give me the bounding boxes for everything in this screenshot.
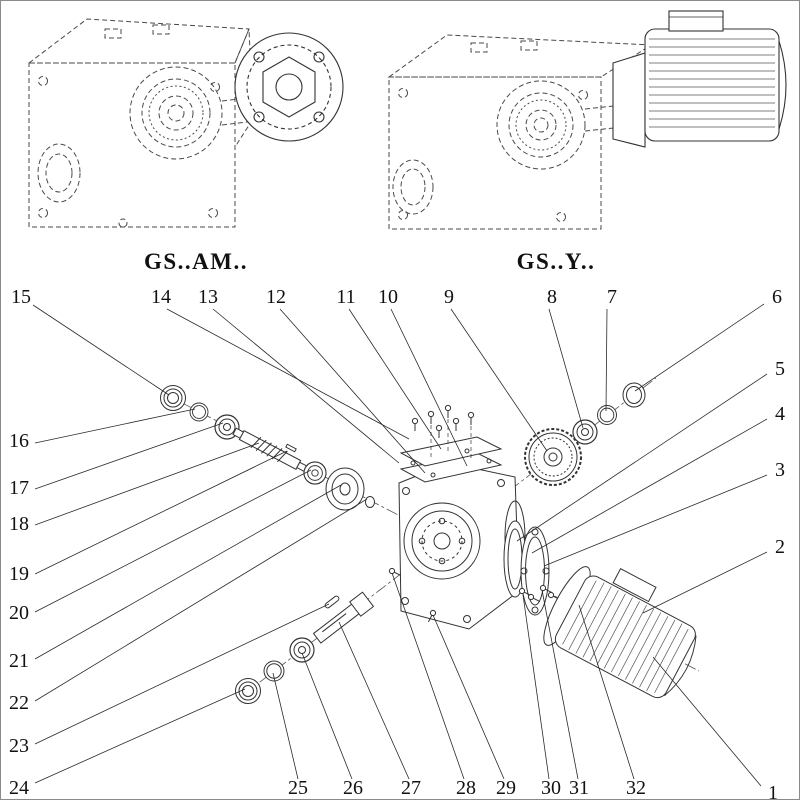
part-number-1: 1 bbox=[768, 782, 778, 800]
part-number-18: 18 bbox=[9, 513, 29, 535]
gear-shaft-parts bbox=[524, 382, 646, 486]
output-shaft-parts bbox=[235, 591, 375, 704]
leader-line-27 bbox=[338, 621, 410, 780]
part-number-4: 4 bbox=[775, 403, 785, 425]
worm-shaft bbox=[232, 427, 309, 473]
part-number-26: 26 bbox=[343, 777, 363, 799]
exploded-view bbox=[160, 377, 700, 704]
part-number-11: 11 bbox=[336, 286, 356, 308]
leader-line-28 bbox=[391, 572, 465, 780]
leader-line-4 bbox=[531, 418, 768, 554]
leader-lines bbox=[32, 303, 768, 787]
leader-line-9 bbox=[450, 308, 548, 452]
spacer-ring bbox=[365, 496, 375, 508]
part-number-14: 14 bbox=[151, 286, 171, 308]
leader-line-32 bbox=[578, 604, 635, 780]
part-number-23: 23 bbox=[9, 735, 29, 757]
part-number-30: 30 bbox=[541, 777, 561, 799]
part-number-5: 5 bbox=[775, 358, 785, 380]
leader-line-13 bbox=[212, 308, 400, 464]
leader-line-16 bbox=[34, 408, 196, 444]
gearbox-y-drawing bbox=[387, 34, 653, 230]
part-number-16: 16 bbox=[9, 430, 29, 452]
part-number-15: 15 bbox=[11, 286, 31, 308]
leader-line-24 bbox=[34, 688, 246, 784]
part-number-8: 8 bbox=[547, 286, 557, 308]
part-number-7: 7 bbox=[607, 286, 617, 308]
caption-gs-y: GS..Y.. bbox=[516, 249, 596, 274]
gear-housing bbox=[398, 462, 526, 630]
leader-line-7 bbox=[605, 308, 608, 412]
leader-line-15 bbox=[32, 304, 170, 396]
leader-line-23 bbox=[34, 603, 330, 745]
leader-line-14 bbox=[166, 308, 410, 440]
top-cover-assembly bbox=[399, 404, 503, 483]
part-number-10: 10 bbox=[378, 286, 398, 308]
leader-line-21 bbox=[34, 484, 342, 660]
leader-line-6 bbox=[634, 303, 765, 392]
part-number-20: 20 bbox=[9, 602, 29, 624]
am-output-flange bbox=[234, 32, 344, 142]
leader-line-20 bbox=[34, 469, 312, 613]
leader-line-19 bbox=[34, 450, 288, 575]
part-number-9: 9 bbox=[444, 286, 454, 308]
part-number-24: 24 bbox=[9, 777, 29, 799]
part-number-6: 6 bbox=[772, 286, 782, 308]
leader-line-18 bbox=[34, 442, 260, 526]
leader-line-31 bbox=[541, 589, 579, 780]
leader-line-25 bbox=[272, 672, 299, 780]
leader-line-17 bbox=[34, 422, 224, 490]
part-number-22: 22 bbox=[9, 692, 29, 714]
part-number-13: 13 bbox=[198, 286, 218, 308]
y-motor bbox=[612, 10, 787, 148]
part-number-31: 31 bbox=[569, 777, 589, 799]
leader-line-12 bbox=[279, 308, 426, 474]
part-number-17: 17 bbox=[9, 477, 29, 499]
leader-line-26 bbox=[301, 652, 353, 780]
leader-line-22 bbox=[34, 498, 368, 702]
part-number-27: 27 bbox=[401, 777, 421, 799]
leader-line-29 bbox=[432, 614, 505, 780]
input-shaft-parts bbox=[160, 385, 375, 511]
caption-gs-am: GS..AM.. bbox=[144, 249, 248, 274]
leader-line-2 bbox=[642, 551, 768, 614]
output-flange-parts bbox=[503, 520, 550, 616]
motor bbox=[543, 566, 697, 699]
part-number-32: 32 bbox=[626, 777, 646, 799]
shaft-key bbox=[324, 595, 340, 609]
part-number-28: 28 bbox=[456, 777, 476, 799]
small-pin bbox=[285, 443, 297, 453]
leader-line-3 bbox=[543, 474, 768, 567]
part-number-25: 25 bbox=[288, 777, 308, 799]
part-number-29: 29 bbox=[496, 777, 516, 799]
part-number-3: 3 bbox=[775, 459, 785, 481]
leader-line-5 bbox=[516, 373, 768, 542]
part-number-19: 19 bbox=[9, 563, 29, 585]
leader-line-11 bbox=[348, 308, 442, 450]
part-number-2: 2 bbox=[775, 536, 785, 558]
retaining-ring bbox=[622, 382, 646, 408]
worm-wheel-disc bbox=[325, 467, 365, 511]
part-number-21: 21 bbox=[9, 650, 29, 672]
gearbox-am-drawing bbox=[27, 18, 256, 228]
part-number-12: 12 bbox=[266, 286, 286, 308]
output-shaft bbox=[312, 591, 375, 644]
leader-line-30 bbox=[522, 594, 550, 780]
leader-line-8 bbox=[548, 308, 584, 429]
leader-line-1 bbox=[652, 656, 762, 787]
leader-line-10 bbox=[390, 308, 468, 467]
